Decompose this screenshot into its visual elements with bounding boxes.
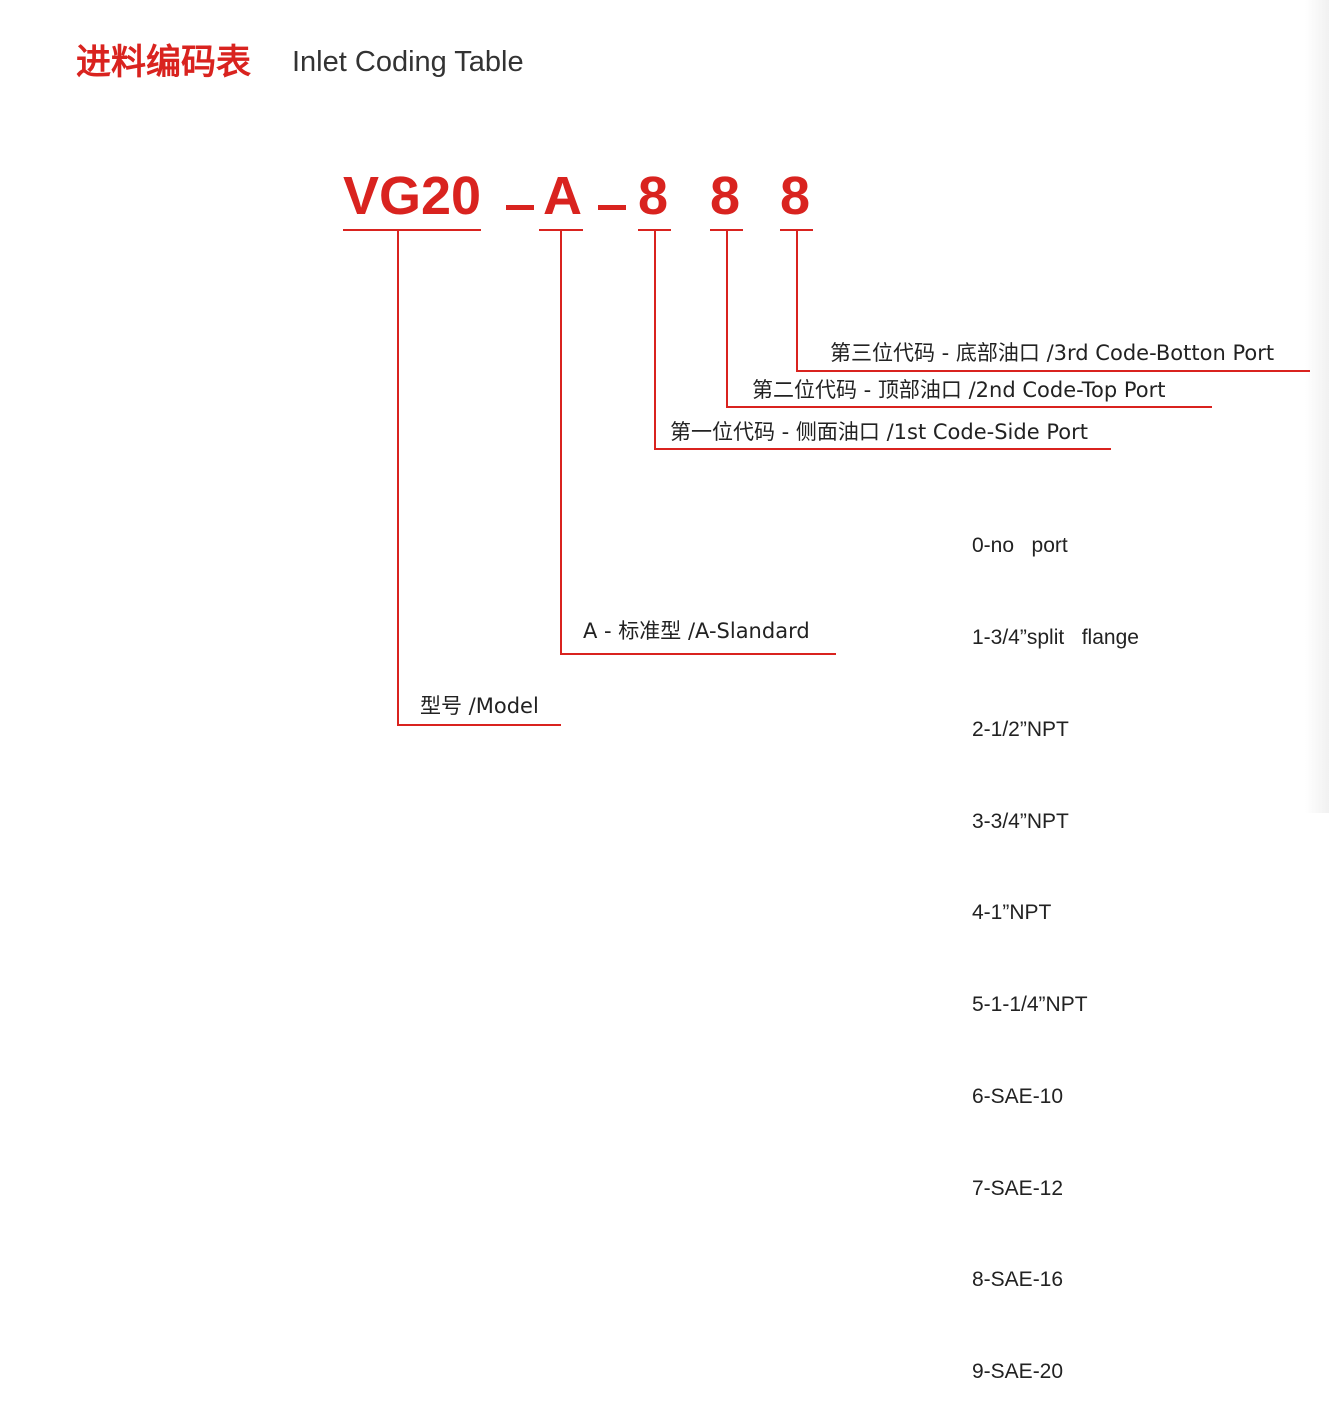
port-option: 2-1/2”NPT [972,717,1069,741]
code-top-port: 8 [710,166,741,226]
code-dash-1 [506,205,534,210]
port-option: 5-1-1/4”NPT [972,993,1088,1017]
leader-side-horizontal [654,448,1111,450]
leader-bottom-vertical [796,229,798,372]
port-option: 1-3/4”split flange [972,625,1139,649]
leader-top-horizontal [726,406,1212,408]
leader-bottom-horizontal [796,370,1310,372]
leader-model-vertical [397,229,399,726]
code-model: VG20 [343,166,482,226]
leader-type-vertical [560,229,562,655]
title-english: Inlet Coding Table [292,46,524,78]
port-option: 8-SAE-16 [972,1268,1064,1292]
port-option: 9-SAE-20 [972,1360,1064,1384]
leader-top-vertical [726,229,728,408]
label-first-code: 第一位代码 - 侧面油口 /1st Code-Side Port [670,420,1088,444]
title-chinese: 进料编码表 [76,43,252,83]
underline-model [343,229,481,231]
label-model: 型号 /Model [420,694,539,718]
page-edge-shade [1305,0,1329,813]
port-option: 3-3/4”NPT [972,809,1069,833]
label-third-code: 第三位代码 - 底部油口 /3rd Code-Botton Port [830,341,1275,365]
port-option: 7-SAE-12 [972,1176,1064,1200]
port-options-list: 0-no port 1-3/4”split flange 2-1/2”NPT 3… [972,470,1139,1418]
leader-type-horizontal [560,653,836,655]
port-option: 4-1”NPT [972,901,1052,925]
code-dash-2 [598,205,626,210]
leader-model-horizontal [397,724,561,726]
port-option: 6-SAE-10 [972,1084,1064,1108]
port-option: 0-no port [972,534,1068,558]
leader-side-vertical [654,229,656,450]
code-type: A [543,166,582,226]
code-bottom-port: 8 [780,166,811,226]
code-side-port: 8 [638,166,669,226]
label-second-code: 第二位代码 - 顶部油口 /2nd Code-Top Port [752,378,1166,402]
label-standard: A - 标准型 /A-Slandard [583,619,810,643]
